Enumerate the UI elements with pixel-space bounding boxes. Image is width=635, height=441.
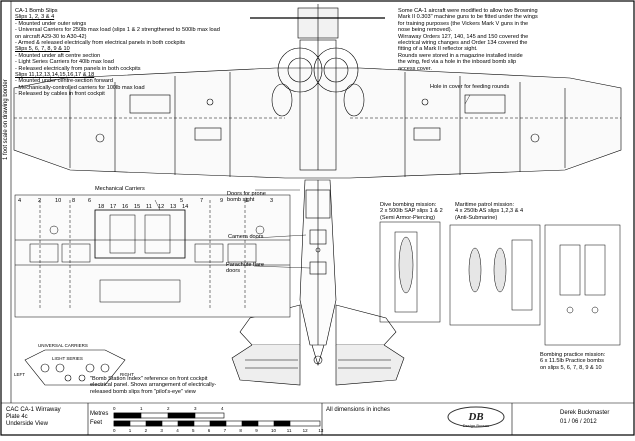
feet-label: Feet (90, 420, 103, 426)
wing-detail-left (14, 194, 291, 318)
mech-number: 12 (158, 204, 165, 210)
design-bureau-logo: DB Design Bureau (446, 405, 506, 429)
mech-number: 11 (146, 204, 152, 210)
metre-tick: 4 (221, 406, 224, 411)
index-left-label: LEFT (14, 372, 26, 377)
mech-number: 16 (122, 204, 129, 210)
metre-tick: 1 (140, 406, 143, 411)
slip-number: 3 (270, 198, 274, 204)
slip-number: 2 (38, 198, 42, 204)
upper-wing (13, 67, 622, 179)
metre-tick: 0 (113, 406, 116, 411)
browning-note: Some CA-1 aircraft were modified to allo… (398, 8, 538, 72)
feet-tick: 10 (271, 428, 277, 433)
svg-text:Design Bureau: Design Bureau (463, 423, 489, 428)
mech-number: 13 (170, 204, 177, 210)
feet-tick: 6 (207, 428, 211, 433)
slip-number: 1 (245, 198, 249, 204)
feet-tick: 5 (192, 428, 195, 433)
feet-tick: 13 (318, 428, 324, 433)
feet-tick: 11 (286, 428, 292, 433)
hole-in-cover-label: Hole in cover for feeding rounds (430, 84, 510, 90)
title-block-info: CAC CA-1 Wirraway Plate 4c Underside Vie… (6, 407, 61, 428)
bomb-station-index (24, 349, 126, 386)
date: 01 / 06 / 2012 (560, 419, 597, 425)
title-line-1: CAC CA-1 Wirraway (6, 407, 61, 413)
title-block (1, 402, 634, 435)
mech-number: 18 (98, 204, 105, 210)
leader-lines (154, 94, 471, 269)
slip-number: 6 (88, 198, 92, 204)
slip-number: 4 (18, 198, 22, 204)
metre-tick: 2 (167, 406, 170, 411)
author: Derek Buckmaster (560, 410, 610, 416)
feet-tick: 3 (160, 428, 163, 433)
mech-number: 15 (134, 204, 141, 210)
detail-dive-bombing (379, 221, 441, 323)
metre-tick: 3 (194, 406, 197, 411)
slip-number: 8 (72, 198, 76, 204)
feet-tick: 7 (223, 428, 227, 433)
slip-number: 10 (55, 198, 62, 204)
slip-number: 7 (200, 198, 204, 204)
feet-tick: 12 (302, 428, 308, 433)
feet-tick: 2 (144, 428, 148, 433)
slip-number: 5 (180, 198, 184, 204)
title-line-3: Underside View (6, 421, 48, 427)
engine-nacelle (250, 4, 385, 171)
bomb-station-index-note: "Bomb Station Index" reference on front … (90, 376, 217, 395)
bomb-slips-block: CA-1 Bomb Slips Slips 1, 2, 3 & 4 - Moun… (15, 8, 230, 98)
index-right-label: RIGHT (120, 372, 134, 377)
maritime-label: Maritime patrol mission:4 x 250lb AS sli… (455, 202, 524, 221)
feet-tick: 9 (255, 428, 258, 433)
title-line-2: Plate 4c (6, 414, 28, 420)
feet-tick: 0 (113, 428, 116, 433)
detail-maritime (449, 224, 541, 326)
dimensions-note: All dimensions in inches (326, 407, 391, 413)
fuselage-rear (299, 179, 337, 367)
dive-bombing-label: Dive bombing mission:2 x 500lb SAP slips… (380, 202, 443, 221)
mechanical-carriers-label: Mechanical Carriers (95, 186, 145, 192)
metres-label: Metres (90, 411, 109, 417)
tailplane (231, 304, 405, 386)
mech-number: 14 (182, 204, 189, 210)
detail-practice (544, 224, 621, 346)
svg-text:DB: DB (467, 411, 483, 423)
light-series-label: LIGHT SERIES (52, 356, 83, 361)
feet-tick: 1 (128, 428, 132, 433)
border-note: 1 foot scale on drawing border (3, 79, 9, 160)
bomb-slips-title: CA-1 Bomb Slips (15, 8, 58, 14)
feet-tick: 4 (176, 428, 179, 433)
mech-number: 17 (110, 204, 117, 210)
bombing-practice-label: Bombing practice mission:6 x 11.5lb Prac… (540, 352, 606, 371)
universal-carriers-label: UNIVERSAL CARRIERS (38, 343, 88, 348)
slip-number: 9 (220, 198, 224, 204)
feet-tick: 8 (239, 428, 242, 433)
camera-doors-label: Camera doors (228, 234, 264, 240)
